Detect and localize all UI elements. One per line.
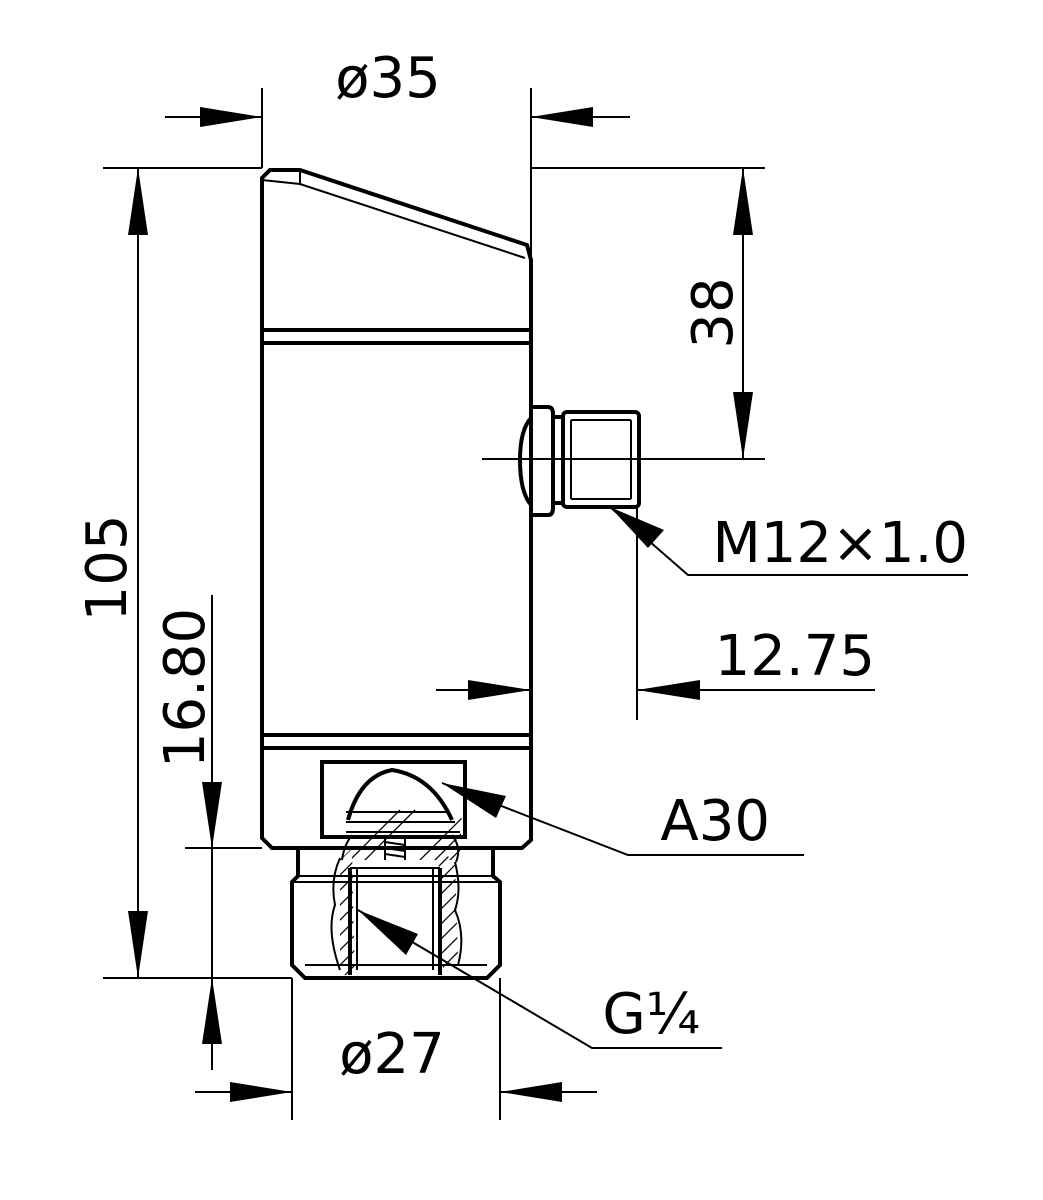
dim-label-bottom-diameter: ø27 (339, 1022, 445, 1087)
hex-adapter (290, 760, 502, 980)
callout-label-process-thread: G¼ (602, 982, 700, 1047)
dim-label-connector-offset: 12.75 (715, 624, 875, 689)
arrow-head (358, 910, 418, 955)
dim-connector-offset: 12.75 (436, 507, 875, 720)
dim-thread-length: 16.80 (153, 595, 262, 1070)
section-hatching (340, 809, 462, 985)
arrow-head (500, 1082, 562, 1102)
arrow-head (733, 392, 753, 459)
sensor-body (260, 168, 533, 850)
dim-label-top-diameter: ø35 (335, 46, 441, 111)
dim-connector-height: 38 (482, 167, 765, 460)
dim-label-thread-length: 16.80 (153, 608, 218, 768)
arrow-head (442, 783, 506, 818)
dim-label-overall-height: 105 (75, 515, 140, 622)
dim-label-connector-height: 38 (681, 277, 746, 348)
arrow-head (200, 107, 262, 127)
arrow-head (531, 107, 593, 127)
arrow-head (128, 911, 148, 978)
arrow-head (733, 168, 753, 235)
dim-bottom-diameter: ø27 (195, 978, 597, 1120)
callout-connector-thread: M12×1.0 (609, 506, 968, 576)
arrow-head (202, 782, 222, 848)
arrow-head (637, 680, 700, 700)
dim-top-diameter: ø35 (165, 46, 630, 255)
callout-hex-size: A30 (441, 782, 804, 856)
callout-process-thread: G¼ (357, 909, 722, 1049)
m12-connector (517, 405, 641, 517)
arrow-head (202, 978, 222, 1044)
dim-overall-height: 105 (75, 167, 292, 979)
callout-label-connector-thread: M12×1.0 (712, 511, 968, 576)
arrow-head (468, 680, 531, 700)
arrow-head (128, 168, 148, 235)
arrow-head (230, 1082, 292, 1102)
callout-label-hex-size: A30 (660, 789, 770, 854)
